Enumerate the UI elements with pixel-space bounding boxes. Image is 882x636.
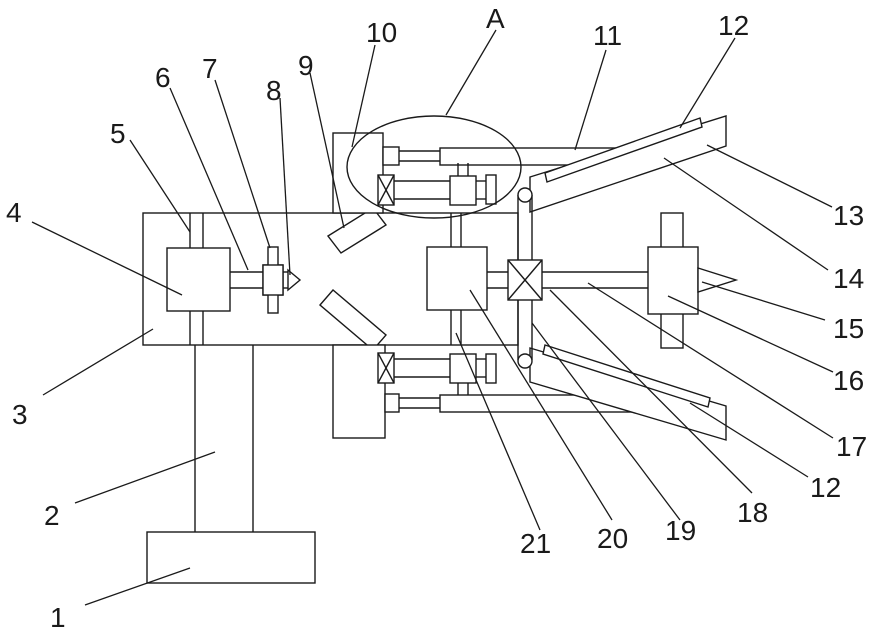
label-12-lower: 12 [810, 472, 841, 503]
shaft-stub [283, 272, 288, 288]
leader-3 [43, 329, 153, 395]
label-12-upper: 12 [718, 10, 749, 41]
label-18: 18 [737, 497, 768, 528]
lower-cross-box [378, 353, 394, 383]
leader-6 [170, 88, 248, 270]
label-19: 19 [665, 515, 696, 546]
leader-12-upper [680, 38, 735, 128]
label-5: 5 [110, 118, 126, 149]
label-10: 10 [366, 17, 397, 48]
upper-slider-rod [476, 181, 486, 199]
label-20: 20 [597, 523, 628, 554]
guide-plate-upper-9 [328, 208, 386, 253]
label-14: 14 [833, 263, 864, 294]
label-7: 7 [202, 53, 218, 84]
lower-slider-rod [476, 359, 486, 377]
upper-slider-block [450, 176, 476, 205]
leader-15 [702, 282, 825, 320]
leader-8 [280, 98, 290, 275]
label-15: 15 [833, 313, 864, 344]
label-11: 11 [593, 20, 622, 51]
label-6: 6 [155, 62, 171, 93]
label-A: A [486, 3, 505, 34]
label-1: 1 [50, 602, 66, 633]
label-16: 16 [833, 365, 864, 396]
leader-12-lower [690, 403, 808, 477]
label-4: 4 [6, 197, 22, 228]
shaft-6 [230, 272, 263, 288]
leader-1 [85, 568, 190, 605]
lower-screw-rod [394, 359, 450, 377]
leader-A [446, 30, 496, 115]
upper-rod [399, 151, 440, 161]
label-8: 8 [266, 75, 282, 106]
label-9: 9 [298, 50, 314, 81]
upper-box-10 [333, 133, 383, 213]
lower-box [333, 345, 385, 438]
lower-rod-end [385, 394, 399, 412]
label-13: 13 [833, 200, 864, 231]
block-20 [427, 247, 487, 310]
upper-stop-block [486, 175, 496, 204]
label-3: 3 [12, 399, 28, 430]
label-2: 2 [44, 500, 60, 531]
guide-plate-lower-9 [320, 290, 386, 350]
leader-7 [215, 80, 270, 248]
pin-upper [518, 188, 532, 202]
cross-block-18 [508, 260, 542, 300]
motor-block-4 [167, 248, 230, 311]
motor-block-16 [648, 247, 698, 314]
leader-13 [707, 145, 832, 207]
upper-cross-box [378, 175, 394, 205]
upper-rod-end [383, 147, 399, 165]
leader-2 [75, 452, 215, 503]
leader-4 [32, 222, 182, 295]
support-column [195, 345, 253, 532]
base-block [147, 532, 315, 583]
label-17: 17 [836, 431, 867, 462]
bearing-7-face [263, 265, 283, 295]
lower-stop-block [486, 354, 496, 383]
leader-11 [575, 50, 606, 150]
lower-slider-stem [458, 383, 468, 395]
leader-16 [668, 296, 833, 372]
lower-rod [399, 398, 440, 408]
leader-19 [532, 323, 680, 520]
tip-15 [698, 268, 736, 292]
upper-screw-rod [394, 181, 450, 199]
lower-slider-block [450, 354, 476, 383]
label-21: 21 [520, 528, 551, 559]
pin-lower [518, 354, 532, 368]
leader-5 [130, 140, 190, 232]
